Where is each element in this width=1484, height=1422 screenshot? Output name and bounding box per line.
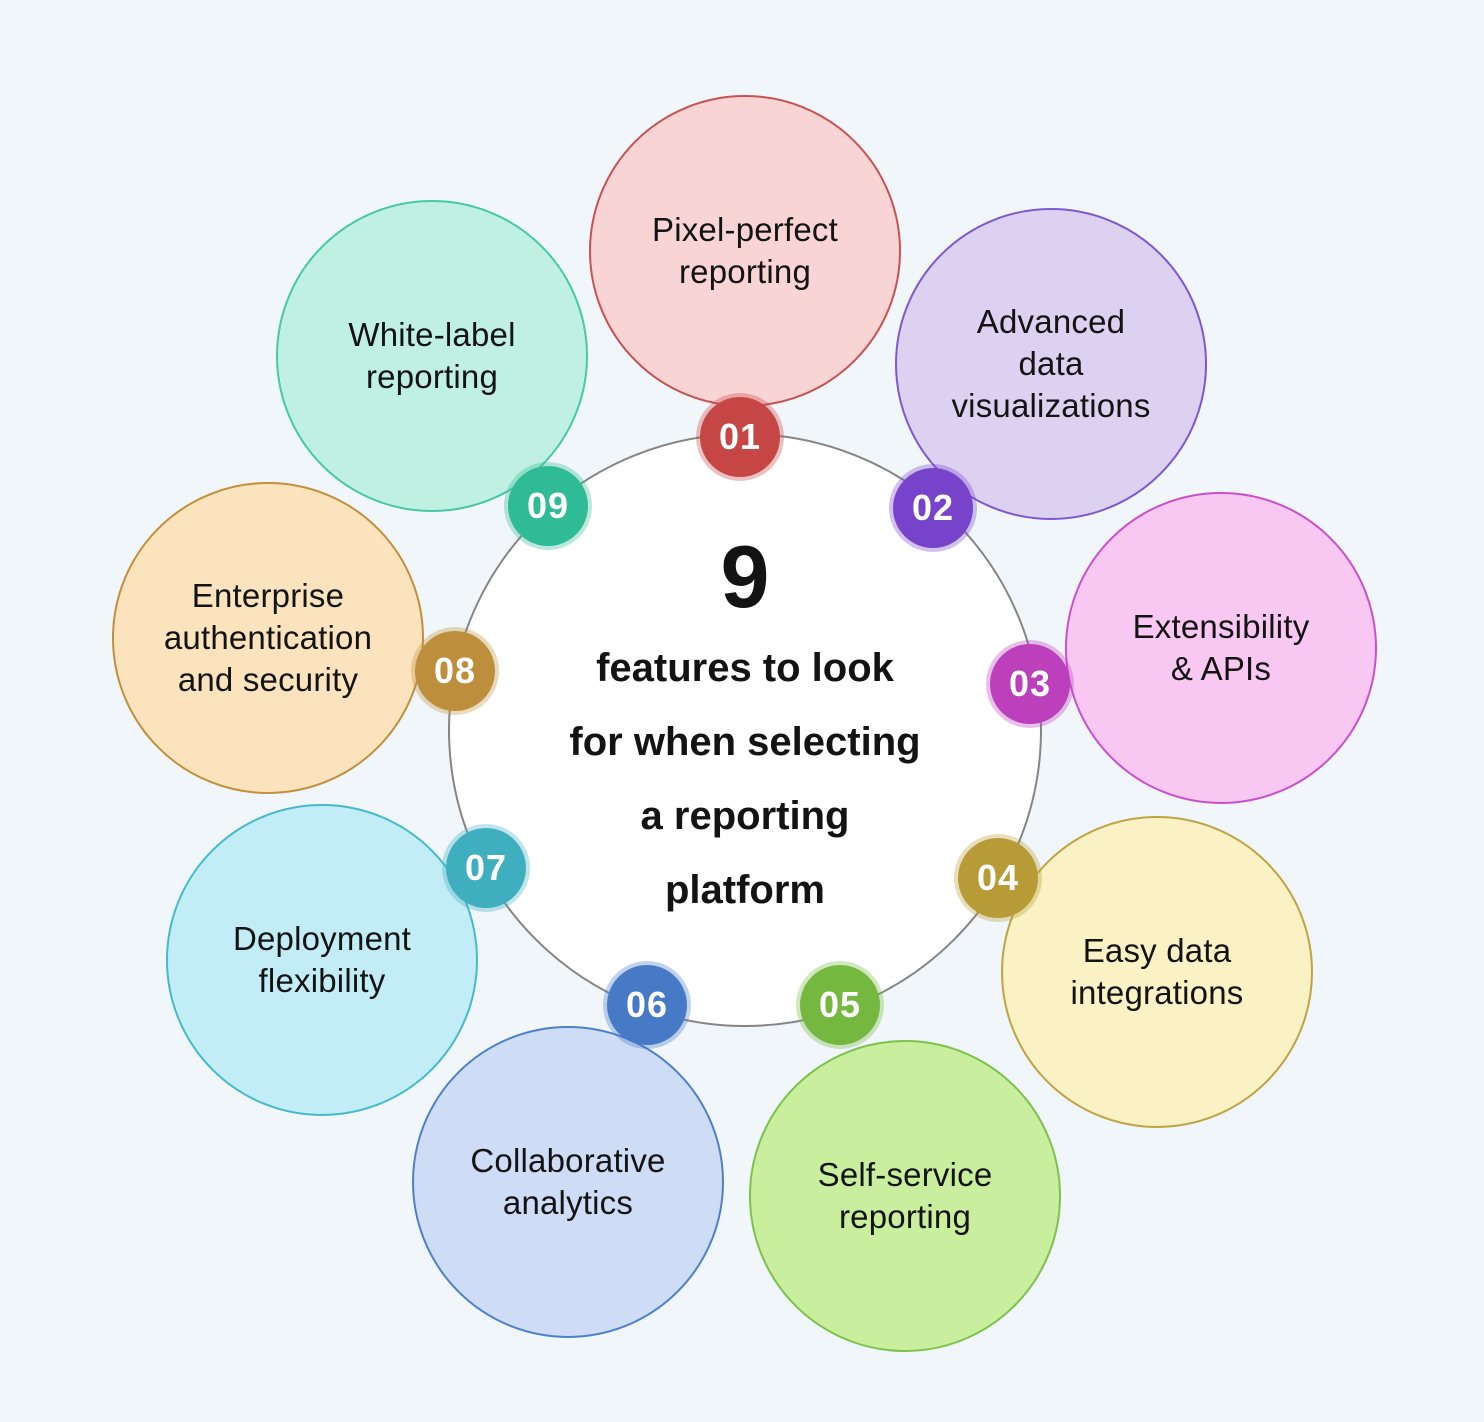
bubble-label: Advanced data visualizations <box>951 302 1151 425</box>
bubble-enterprise-authentication-security: Enterprise authentication and security <box>112 482 424 794</box>
bubble-label: Collaborative analytics <box>470 1141 666 1221</box>
step-badge-07: 07 <box>446 828 526 908</box>
step-number: 08 <box>433 650 477 691</box>
bubble-advanced-data-visualizations: Advanced data visualizations <box>895 208 1207 520</box>
step-badge-09: 09 <box>508 466 588 546</box>
step-badge-05: 05 <box>800 965 880 1045</box>
bubble-label: Enterprise authentication and security <box>163 576 373 699</box>
bubble-easy-data-integrations: Easy data integrations <box>1001 816 1313 1128</box>
bubble-extensibility-apis: Extensibility & APIs <box>1065 492 1377 804</box>
step-badge-02: 02 <box>893 468 973 548</box>
step-number: 05 <box>818 984 862 1025</box>
step-number: 04 <box>976 857 1020 898</box>
center-title: features to look for when selecting a re… <box>569 646 921 912</box>
bubble-label: White-label reporting <box>348 315 516 395</box>
step-number: 09 <box>526 485 570 526</box>
step-badge-01: 01 <box>700 397 780 477</box>
bubble-label: Self-service reporting <box>817 1155 993 1235</box>
bubble-white-label-reporting: White-label reporting <box>276 200 588 512</box>
step-badge-04: 04 <box>958 838 1038 918</box>
bubble-pixel-perfect-reporting: Pixel-perfect reporting <box>589 95 901 407</box>
step-badge-08: 08 <box>415 631 495 711</box>
bubble-collaborative-analytics: Collaborative analytics <box>412 1026 724 1338</box>
step-badge-06: 06 <box>607 965 687 1045</box>
step-number: 07 <box>464 847 508 888</box>
bubble-label: Pixel-perfect reporting <box>651 210 838 290</box>
step-badge-03: 03 <box>990 644 1070 724</box>
step-number: 01 <box>718 416 762 457</box>
bubble-label: Easy data integrations <box>1070 931 1244 1011</box>
bubble-self-service-reporting: Self-service reporting <box>749 1040 1061 1352</box>
bubble-label: Deployment flexibility <box>232 919 412 999</box>
step-number: 02 <box>911 487 955 528</box>
step-number: 06 <box>625 984 669 1025</box>
step-number: 03 <box>1008 663 1052 704</box>
bubble-deployment-flexibility: Deployment flexibility <box>166 804 478 1116</box>
center-number: 9 <box>720 527 770 626</box>
bubble-label: Extensibility & APIs <box>1132 607 1310 687</box>
